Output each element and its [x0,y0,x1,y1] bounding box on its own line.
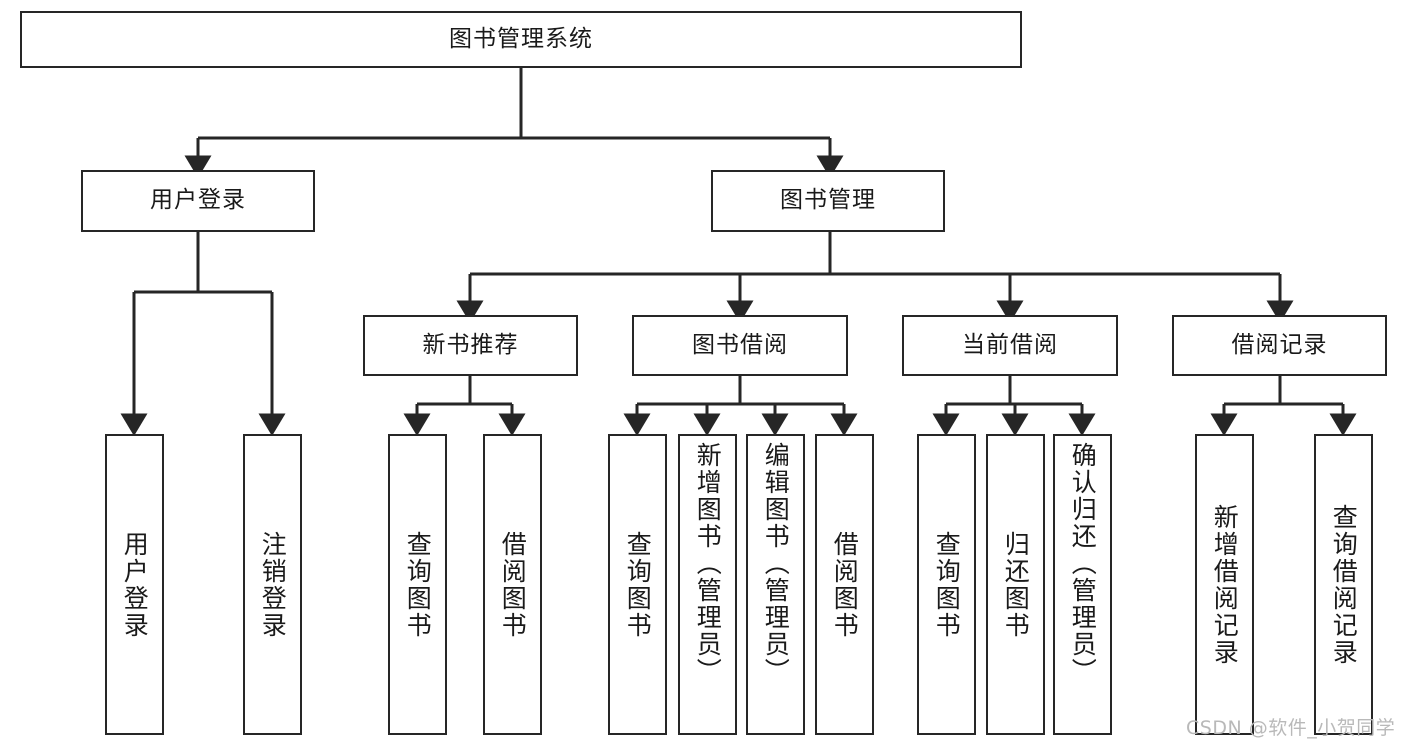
leaf-user-login[interactable]: 用户登录 [105,434,164,735]
node-new-book-recommend-label: 新书推荐 [422,331,519,358]
node-current-borrow[interactable]: 当前借阅 [902,315,1118,376]
leaf-query-book-borrow[interactable]: 查询图书 [608,434,667,735]
leaf-borrow-book-recommend-label: 借阅图书 [498,530,528,639]
node-user-login-label: 用户登录 [150,187,246,214]
leaf-query-book-current[interactable]: 查询图书 [917,434,976,735]
node-borrow-record[interactable]: 借阅记录 [1172,315,1387,376]
leaf-query-borrow-record[interactable]: 查询借阅记录 [1314,434,1373,735]
leaf-edit-book-admin-label: 编辑图书（管理员） [761,442,791,685]
node-book-management-label: 图书管理 [780,187,876,214]
node-current-borrow-label: 当前借阅 [962,331,1058,358]
leaf-borrow-book-borrow-label: 借阅图书 [830,530,860,639]
leaf-query-book-recommend-label: 查询图书 [403,530,433,639]
leaf-query-borrow-record-label: 查询借阅记录 [1329,503,1359,666]
watermark-text: CSDN @软件_小贺同学 [1186,717,1396,739]
node-user-login[interactable]: 用户登录 [81,170,315,232]
node-root[interactable]: 图书管理系统 [20,11,1022,68]
node-borrow-record-label: 借阅记录 [1231,331,1328,358]
leaf-query-book-current-label: 查询图书 [932,530,962,639]
leaf-borrow-book-borrow[interactable]: 借阅图书 [815,434,874,735]
leaf-return-book[interactable]: 归还图书 [986,434,1045,735]
leaf-add-borrow-record[interactable]: 新增借阅记录 [1195,434,1254,735]
leaf-add-book-admin-label: 新增图书（管理员） [693,442,723,685]
leaf-logout[interactable]: 注销登录 [243,434,302,735]
leaf-confirm-return-admin[interactable]: 确认归还（管理员） [1053,434,1112,735]
node-new-book-recommend[interactable]: 新书推荐 [363,315,578,376]
node-book-management[interactable]: 图书管理 [711,170,945,232]
node-root-label: 图书管理系统 [449,25,593,52]
leaf-borrow-book-recommend[interactable]: 借阅图书 [483,434,542,735]
leaf-add-book-admin[interactable]: 新增图书（管理员） [678,434,737,735]
leaf-add-borrow-record-label: 新增借阅记录 [1210,503,1240,666]
leaf-confirm-return-admin-label: 确认归还（管理员） [1068,442,1098,685]
node-book-borrow-label: 图书借阅 [692,331,788,358]
leaf-edit-book-admin[interactable]: 编辑图书（管理员） [746,434,805,735]
leaf-user-login-label: 用户登录 [120,530,150,639]
leaf-logout-label: 注销登录 [258,530,288,639]
leaf-query-book-recommend[interactable]: 查询图书 [388,434,447,735]
leaf-query-book-borrow-label: 查询图书 [623,530,653,639]
leaf-return-book-label: 归还图书 [1001,530,1031,639]
node-book-borrow[interactable]: 图书借阅 [632,315,848,376]
